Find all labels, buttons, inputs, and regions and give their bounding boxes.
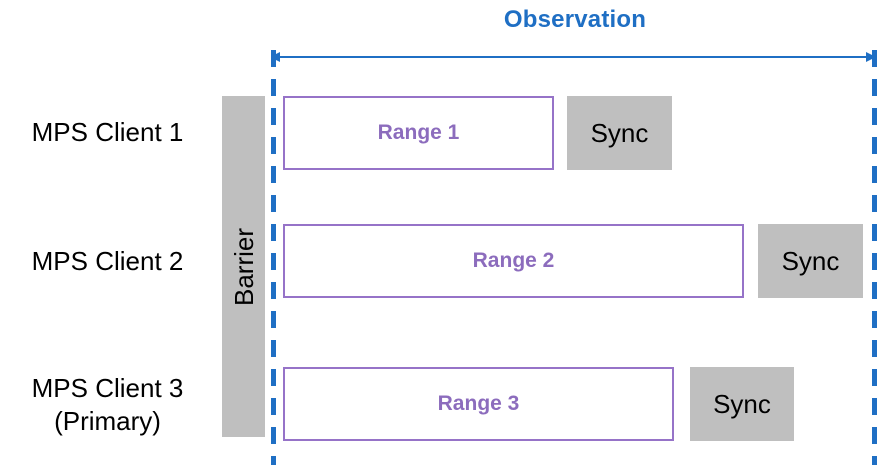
range-box-1: Range 1 xyxy=(283,96,554,170)
range-label-3: Range 3 xyxy=(437,392,520,415)
barrier-block: Barrier xyxy=(222,96,265,437)
client-label-2: MPS Client 2 xyxy=(31,246,184,276)
range-box-2: Range 2 xyxy=(283,224,744,298)
sync-label-3: Sync xyxy=(713,388,771,419)
sync-block-3: Sync xyxy=(690,367,794,441)
left-dashed-boundary xyxy=(271,50,276,465)
client-label-1: MPS Client 1 xyxy=(31,117,184,147)
sync-block-2: Sync xyxy=(758,224,863,298)
barrier-label: Barrier xyxy=(228,227,259,306)
range-label-1: Range 1 xyxy=(377,121,460,144)
observation-title: Observation xyxy=(503,6,647,33)
sync-label-1: Sync xyxy=(590,117,649,148)
sync-label-2: Sync xyxy=(781,245,840,276)
range-box-3: Range 3 xyxy=(283,367,674,441)
observation-span-arrow xyxy=(274,52,872,62)
sync-block-1: Sync xyxy=(567,96,672,170)
range-label-2: Range 2 xyxy=(472,249,555,272)
right-dashed-boundary xyxy=(872,50,877,465)
client-label-3: MPS Client 3 (Primary) xyxy=(31,373,184,436)
